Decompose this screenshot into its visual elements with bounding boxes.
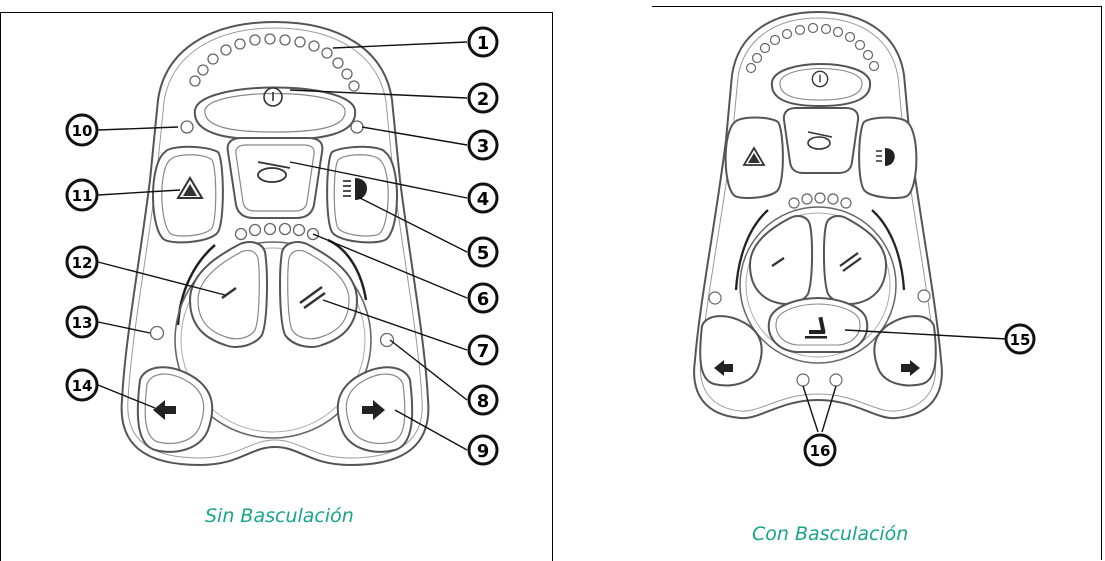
panel-con-basculacion	[552, 6, 1102, 560]
horn-button[interactable]	[226, 137, 324, 219]
svg-text:9: 9	[477, 441, 490, 462]
svg-text:1: 1	[477, 33, 490, 54]
hazard-icon	[176, 176, 204, 199]
right-controller: 15 16	[693, 10, 1036, 467]
right-controller-body	[693, 10, 943, 420]
svg-text:15: 15	[1010, 331, 1031, 349]
callout-9: 9	[467, 434, 499, 466]
svg-text:4: 4	[477, 189, 490, 210]
led-bottom-right	[829, 373, 843, 387]
caption-con-basculacion: Con Basculación	[752, 523, 909, 545]
left-arrow-icon-right	[714, 360, 733, 376]
speed-down-button[interactable]	[188, 241, 268, 348]
lights-button[interactable]	[326, 145, 398, 244]
right-indicator-button[interactable]	[336, 366, 414, 453]
joystick-area-right	[739, 206, 897, 364]
right-indicator-button-right[interactable]	[873, 315, 937, 387]
horn-icon	[257, 161, 291, 183]
horn-icon-right	[807, 131, 833, 150]
hazard-button-right[interactable]	[724, 116, 784, 199]
svg-text:7: 7	[477, 341, 490, 362]
callout-2: 2	[467, 82, 499, 114]
callout-13: 13	[65, 305, 99, 339]
speed-up-icon-right	[839, 252, 862, 272]
speed-arc-right-right	[871, 209, 906, 291]
callout-11: 11	[65, 178, 99, 212]
battery-leds	[189, 33, 360, 92]
callout-12: 12	[65, 245, 99, 279]
led-right-indicator	[379, 332, 395, 348]
led-left-right	[708, 291, 722, 305]
speed-arc-left-right	[734, 209, 769, 291]
power-button-right[interactable]	[770, 63, 872, 108]
led-left-indicator	[149, 325, 165, 341]
callout-10: 10	[65, 113, 99, 147]
right-leader-lines	[802, 329, 1008, 433]
led-right-right	[917, 289, 931, 303]
lights-icon-right	[876, 148, 895, 166]
hazard-button[interactable]	[152, 145, 224, 244]
left-indicator-button-right[interactable]	[699, 315, 763, 387]
speed-leds	[234, 222, 320, 241]
svg-text:2: 2	[477, 89, 490, 110]
horn-button-right[interactable]	[782, 107, 860, 174]
svg-text:6: 6	[477, 289, 490, 310]
panel-sin-basculacion	[0, 12, 553, 561]
left-controller: 1 2 3 4 5 6 7 8 9 10 11 12 13 14	[65, 20, 499, 467]
speed-down-icon-right	[771, 257, 785, 267]
caption-sin-basculacion: Sin Basculación	[205, 505, 354, 527]
callout-15: 15	[1004, 323, 1036, 355]
lights-button-right[interactable]	[858, 116, 918, 199]
callout-1: 1	[467, 26, 499, 58]
callout-16: 16	[803, 433, 837, 467]
callout-5: 5	[467, 236, 499, 268]
svg-text:12: 12	[72, 254, 93, 272]
callout-7: 7	[467, 334, 499, 366]
svg-text:3: 3	[477, 136, 490, 157]
left-arrow-icon	[153, 400, 176, 420]
svg-text:10: 10	[72, 122, 93, 140]
top-border	[652, 6, 1102, 7]
lights-icon	[343, 178, 368, 200]
speed-up-button-right[interactable]	[822, 215, 888, 305]
callout-3: 3	[467, 129, 499, 161]
power-button[interactable]	[193, 86, 357, 142]
seat-tilt-icon	[805, 316, 827, 339]
callout-14: 14	[65, 368, 99, 402]
led-right-top	[350, 120, 364, 134]
svg-text:8: 8	[477, 391, 490, 412]
led-bottom-left	[796, 373, 810, 387]
speed-down-button-right[interactable]	[748, 215, 814, 305]
callout-8: 8	[467, 384, 499, 416]
battery-leds-right	[745, 22, 880, 74]
joystick-area	[174, 241, 372, 439]
left-controller-body	[120, 20, 430, 467]
svg-text:5: 5	[477, 243, 490, 264]
svg-text:16: 16	[810, 442, 831, 460]
svg-text:13: 13	[72, 314, 93, 332]
hazard-icon-right	[742, 146, 766, 166]
speed-up-icon	[299, 285, 326, 310]
left-leader-lines	[97, 41, 468, 451]
right-arrow-icon	[362, 400, 385, 420]
left-indicator-button[interactable]	[136, 366, 214, 453]
callout-4: 4	[467, 182, 499, 214]
led-left-top	[180, 120, 194, 134]
seat-tilt-button[interactable]	[767, 296, 869, 353]
right-arrow-icon-right	[901, 360, 920, 376]
right-border	[1101, 6, 1102, 560]
speed-up-button[interactable]	[279, 241, 359, 348]
speed-down-icon	[221, 286, 237, 300]
svg-text:14: 14	[72, 377, 93, 395]
speed-leds-right	[788, 192, 852, 209]
svg-text:11: 11	[72, 187, 93, 205]
callout-6: 6	[467, 282, 499, 314]
